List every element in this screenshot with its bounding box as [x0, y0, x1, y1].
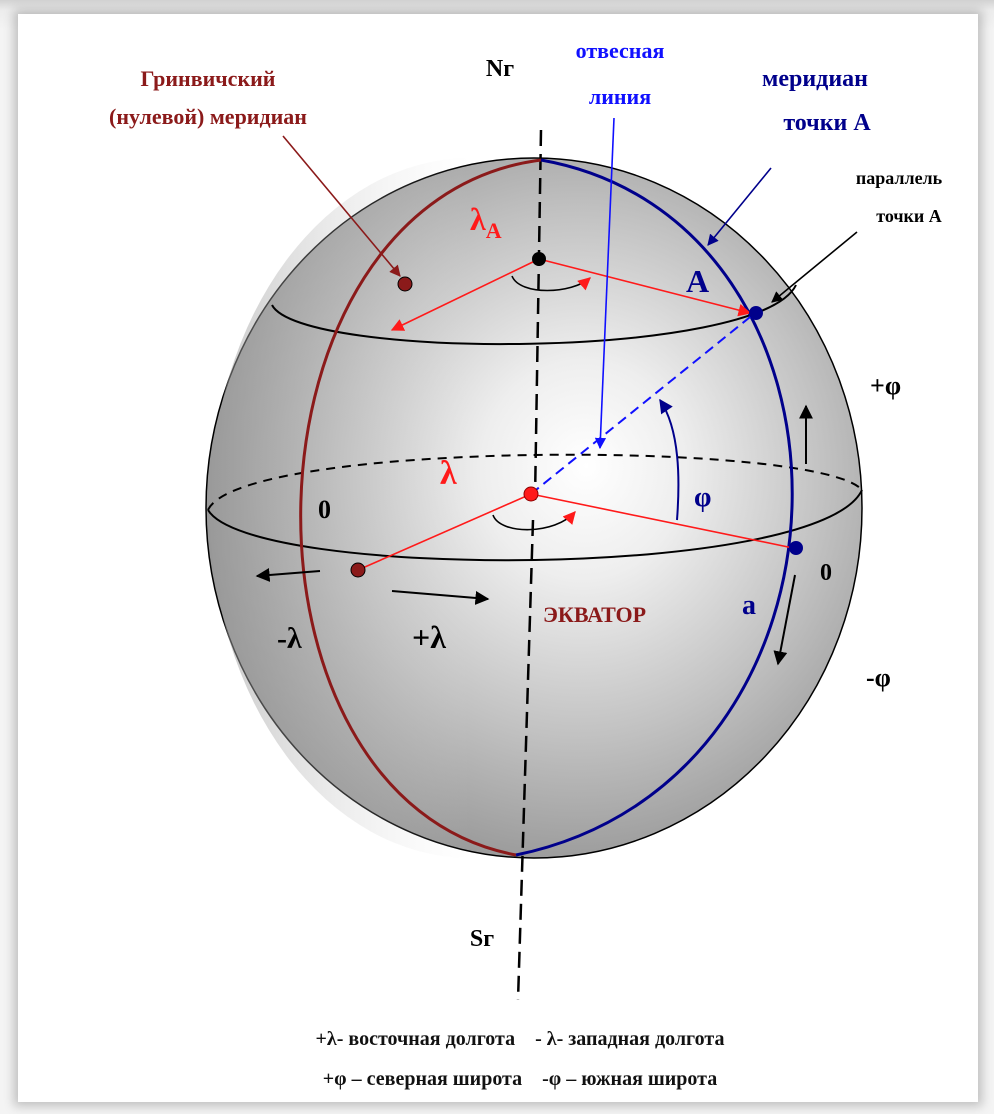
equator-front — [207, 489, 863, 562]
minus-lambda-label: -λ — [277, 622, 302, 655]
lambda-a-ray-left — [390, 258, 540, 331]
globe-shading — [210, 158, 730, 858]
lambda-rotation-arc — [492, 511, 576, 531]
greenwich-label-line2: (нулевой) меридиан — [109, 104, 307, 129]
parallel-a-label-line1: параллель — [856, 168, 943, 188]
axis-north — [533, 129, 543, 501]
meridian-a — [515, 158, 794, 857]
axis-south — [516, 519, 535, 1001]
plumb-pointer — [594, 117, 615, 450]
lambda-a-rotation-arc — [511, 275, 591, 292]
greenwich-label-line1: Гринвичский — [141, 66, 276, 91]
minus-phi-arrow — [773, 574, 796, 666]
point-A-label: A — [686, 263, 709, 299]
plus-phi-label: +φ — [870, 371, 901, 400]
legend-longitude: +λ- восточная долгота - λ- западная долг… — [315, 1028, 725, 1050]
point-a — [789, 541, 803, 555]
phi-label: φ — [694, 482, 711, 513]
greenwich-equator-point — [350, 562, 366, 578]
point-a-label: a — [742, 590, 756, 621]
parallel-a-label-line2: точки А — [876, 206, 942, 226]
minus-lambda-arrow — [255, 568, 321, 582]
zero-left-label: 0 — [318, 495, 331, 524]
south-pole-label: Sг — [470, 926, 494, 952]
zero-right-label: 0 — [820, 560, 832, 586]
meridian-a-pointer — [707, 167, 772, 246]
axis-point-parallel — [532, 252, 546, 266]
meridian-a-label-line2: точки А — [783, 110, 871, 136]
point-A — [749, 306, 763, 320]
globe-center-point — [523, 486, 539, 502]
parallel-pointer — [771, 231, 858, 303]
meridian-a-label-line1: меридиан — [762, 66, 868, 92]
lambda-a-ray-right — [538, 258, 752, 317]
legend-latitude: +φ – северная широта -φ – южная широта — [322, 1068, 718, 1090]
plus-lambda-arrow — [391, 590, 490, 605]
north-pole-label: Nг — [486, 56, 514, 82]
greenwich-pointer — [282, 135, 401, 277]
greenwich-point-parallel — [397, 276, 413, 292]
minus-phi-label: -φ — [866, 663, 891, 692]
phi-arc — [659, 398, 680, 521]
lambda-a-label: λA — [470, 201, 502, 243]
greenwich-meridian — [299, 158, 542, 857]
plus-lambda-label: +λ — [412, 619, 446, 655]
plumb-line-label-line2: линия — [589, 84, 651, 109]
equator-back — [207, 453, 863, 511]
equator-label: ЭКВАТОР — [543, 602, 646, 627]
lambda-label: λ — [440, 455, 457, 492]
plumb-line-label-line1: отвесная — [576, 38, 665, 63]
lambda-ray-left — [357, 493, 532, 571]
lambda-ray-right — [530, 493, 794, 549]
